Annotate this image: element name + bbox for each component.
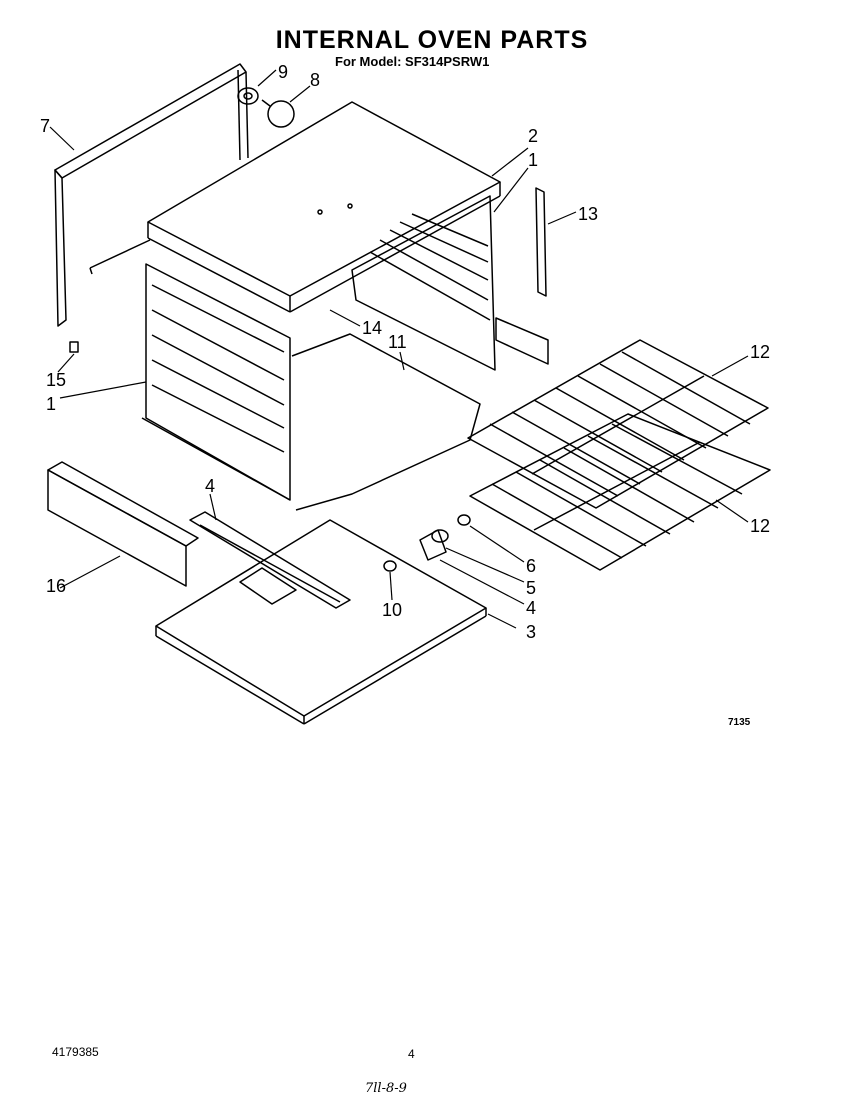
callout-1-left: 1 xyxy=(46,394,56,414)
callout-13: 13 xyxy=(578,204,598,224)
oven-rack-upper-part-12 xyxy=(467,339,769,509)
lamp-socket-part-9 xyxy=(237,87,259,105)
oven-rack-lower-part-12 xyxy=(469,413,771,571)
oven-bottom-part-11 xyxy=(291,333,481,511)
callout-3: 3 xyxy=(526,622,536,642)
baffle-part-4 xyxy=(189,511,351,609)
callout-2: 2 xyxy=(528,126,538,146)
callout-7: 7 xyxy=(40,116,50,136)
callout-9: 9 xyxy=(278,62,288,82)
oven-top-part-2 xyxy=(147,101,501,313)
callout-11: 11 xyxy=(388,332,407,352)
page-title: INTERNAL OVEN PARTS xyxy=(275,26,589,54)
callout-14: 14 xyxy=(362,318,382,338)
callout-8: 8 xyxy=(310,70,320,90)
callout-12-upper: 12 xyxy=(750,342,770,362)
model-subtitle: For Model: SF314PSRW1 xyxy=(335,54,490,69)
document-number: 4179385 xyxy=(52,1045,99,1059)
callout-10: 10 xyxy=(382,600,402,620)
right-side-panel-part-1 xyxy=(351,195,549,371)
left-side-panel-part-1 xyxy=(141,263,291,501)
front-trim-part-16 xyxy=(47,461,199,587)
page-number: 4 xyxy=(408,1047,415,1061)
handwritten-note: 7ll-8-9 xyxy=(365,1081,407,1096)
nut-part-10 xyxy=(383,560,397,572)
bracket-part-13 xyxy=(535,187,547,297)
rear-panel-part-7 xyxy=(54,63,249,327)
callout-5: 5 xyxy=(526,578,536,598)
callout-4-right: 4 xyxy=(526,598,536,618)
callout-1-right: 1 xyxy=(528,150,538,170)
callout-12-lower: 12 xyxy=(750,516,770,536)
callout-15: 15 xyxy=(46,370,66,390)
callout-6: 6 xyxy=(526,556,536,576)
oven-lamp-part-8 xyxy=(261,99,295,128)
bottom-pan-part-3 xyxy=(155,519,487,725)
figure-number: 7135 xyxy=(728,717,751,728)
callout-16: 16 xyxy=(46,576,66,596)
clip-part-15 xyxy=(69,341,79,353)
callout-4-left: 4 xyxy=(205,476,215,496)
screw-part-6 xyxy=(457,514,471,526)
callout-numbers: 7 9 8 2 1 13 14 11 12 15 1 4 12 6 16 5 1… xyxy=(40,62,770,642)
leader-lines xyxy=(49,69,749,629)
grommet-part-6 xyxy=(431,529,449,543)
